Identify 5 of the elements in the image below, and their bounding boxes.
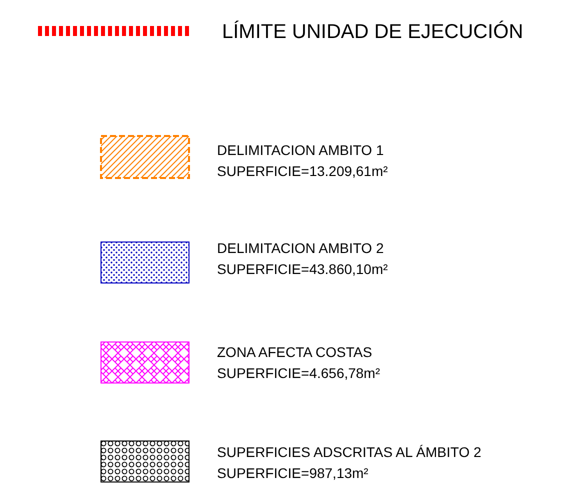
legend-text: DELIMITACION AMBITO 2 SUPERFICIE=43.860,10m² bbox=[217, 239, 389, 279]
legend-text: SUPERFICIES ADSCRITAS AL ÁMBITO 2 SUPERFICIE=987,13m² bbox=[217, 443, 482, 483]
legend-text: DELIMITACION AMBITO 1 SUPERFICIE=13.209,61m² bbox=[217, 141, 389, 181]
legend-text: LÍMITE UNIDAD DE EJECUCIÓN bbox=[222, 20, 524, 45]
legend-text: ZONA AFECTA COSTAS SUPERFICIE=4.656,78m² bbox=[217, 343, 382, 383]
